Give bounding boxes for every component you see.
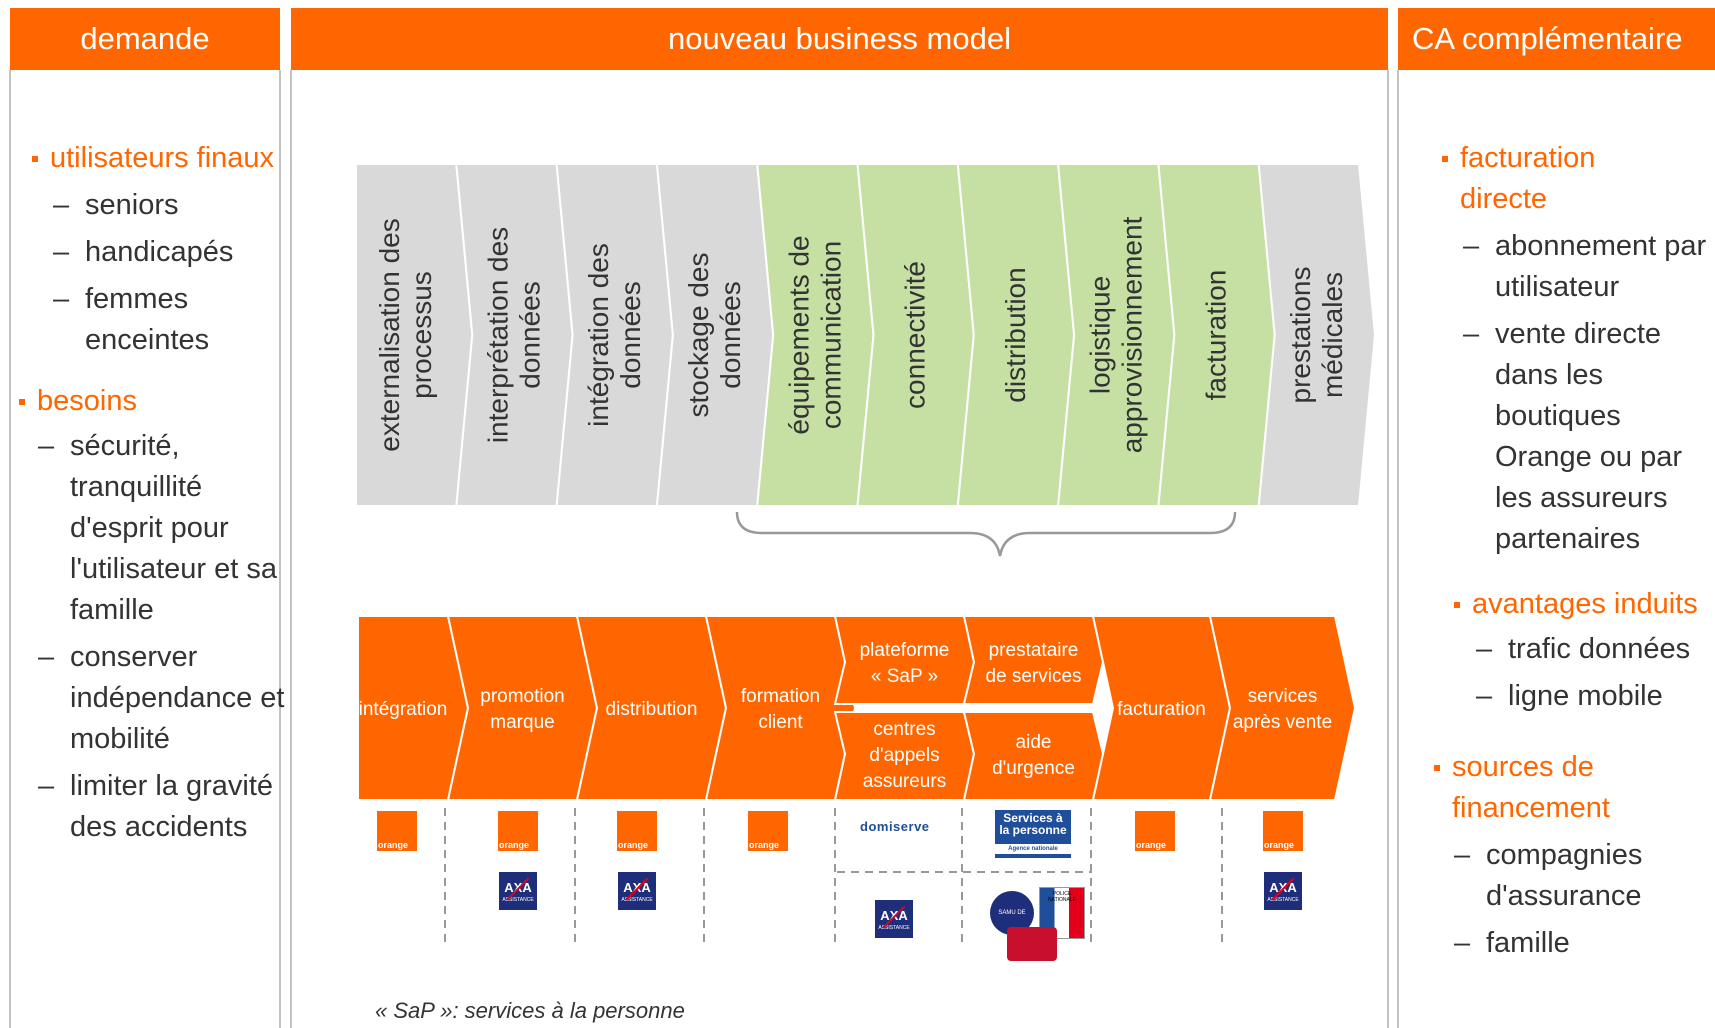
orange-logo: orange bbox=[748, 811, 788, 851]
sources-item: compagnies d'assurance bbox=[1454, 835, 1710, 917]
demande-header: demande bbox=[10, 8, 280, 70]
business-model-column: nouveau business model bbox=[290, 8, 1389, 1028]
orange-logo: orange bbox=[1135, 811, 1175, 851]
utilisateurs-item: handicapés bbox=[53, 232, 290, 273]
orange-logo: orange bbox=[617, 811, 657, 851]
footnote: « SaP »: services à la personne bbox=[375, 998, 685, 1023]
avantages-list: trafic données ligne mobile bbox=[1460, 629, 1710, 717]
besoins-list: sécurité, tranquillité d'esprit pour l'u… bbox=[38, 426, 290, 848]
domiserve-logo: domiserve bbox=[860, 819, 930, 834]
emergency-services-logos: SAMU DE FRANCEPOLICE NATIONALE bbox=[987, 885, 1092, 965]
ca-header: CA complémentaire bbox=[1398, 8, 1715, 70]
business-model-frame bbox=[290, 70, 1389, 1028]
police-logo: POLICE NATIONALE bbox=[1039, 887, 1085, 939]
besoins-heading: besoins bbox=[19, 381, 290, 422]
sources-list: compagnies d'assurance famille bbox=[1454, 835, 1710, 964]
facturation-list: abonnement par utilisateurvente directe … bbox=[1460, 226, 1710, 560]
sources-item: famille bbox=[1454, 923, 1710, 964]
utilisateurs-item: seniors bbox=[53, 185, 290, 226]
business-model-header: nouveau business model bbox=[291, 8, 1388, 70]
ambulance-icon bbox=[1007, 927, 1057, 961]
besoins-item: conserver indépendance et mobilité bbox=[38, 637, 290, 760]
left-list: utilisateurs finaux seniors handicapés fem… bbox=[19, 138, 290, 854]
avantages-heading: avantages induits bbox=[1454, 584, 1710, 625]
besoins-item: sécurité, tranquillité d'esprit pour l'u… bbox=[38, 426, 290, 631]
avantages-item: trafic données bbox=[1476, 629, 1710, 670]
sources-heading: sources de financement bbox=[1434, 747, 1652, 829]
ca-column: CA complémentaire bbox=[1397, 8, 1715, 1028]
facturation-item: abonnement par utilisateur bbox=[1463, 226, 1710, 308]
besoins-item: limiter la gravité des accidents bbox=[38, 766, 290, 848]
utilisateurs-heading: utilisateurs finaux bbox=[32, 138, 290, 179]
facturation-item: vente directe dans les boutiques Orange … bbox=[1463, 314, 1710, 560]
orange-logo: orange bbox=[498, 811, 538, 851]
utilisateurs-list: seniors handicapés femmes enceintes bbox=[50, 185, 290, 361]
utilisateurs-item: femmes enceintes bbox=[53, 279, 290, 361]
orange-logo: orange bbox=[1263, 811, 1303, 851]
demande-column: demande bbox=[9, 8, 281, 1028]
avantages-item: ligne mobile bbox=[1476, 676, 1710, 717]
facturation-heading: facturation directe bbox=[1442, 138, 1660, 220]
right-list: facturation directe abonnement par utili… bbox=[1434, 138, 1710, 970]
ca-frame bbox=[1397, 70, 1399, 1028]
orange-logo: orange bbox=[377, 811, 417, 851]
